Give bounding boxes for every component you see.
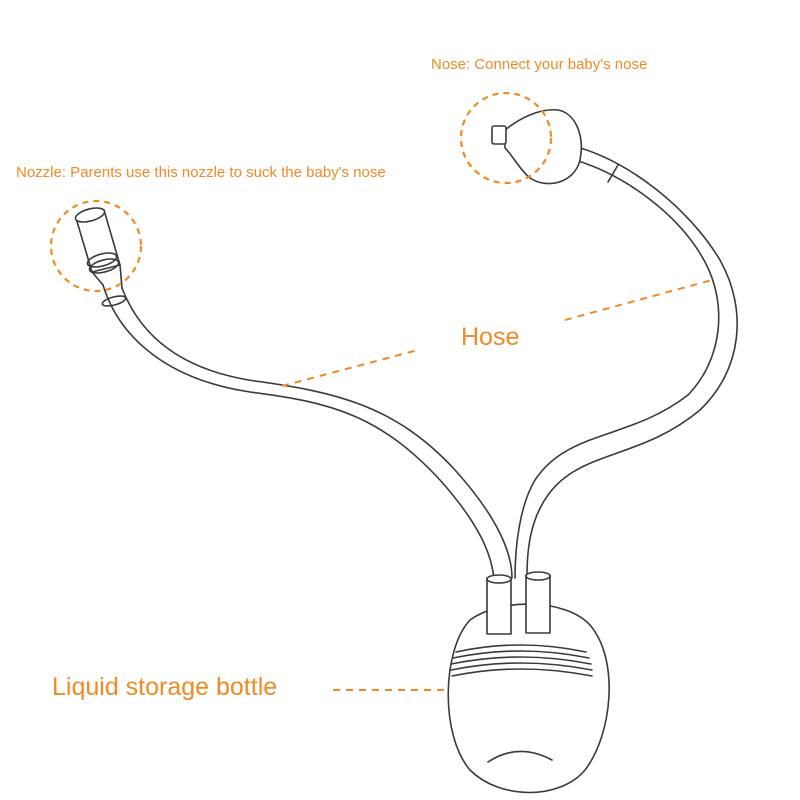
hose-label: Hose [461,323,520,351]
hose-leader-right [564,279,713,321]
nozzle-label: Nozzle: Parents use this nozzle to suck … [16,164,386,181]
nose-label: Nose: Connect your baby's nose [431,56,648,73]
bottle-label: Liquid storage bottle [52,673,278,701]
nose-highlight-ring [459,91,553,185]
hose-leader-left [281,349,419,387]
hose-right [514,144,738,579]
nose-tip [491,108,582,185]
nozzle-highlight-ring [49,199,143,293]
hose-left [102,284,513,581]
nozzle-tip [74,207,127,307]
liquid-storage-bottle [447,571,610,794]
